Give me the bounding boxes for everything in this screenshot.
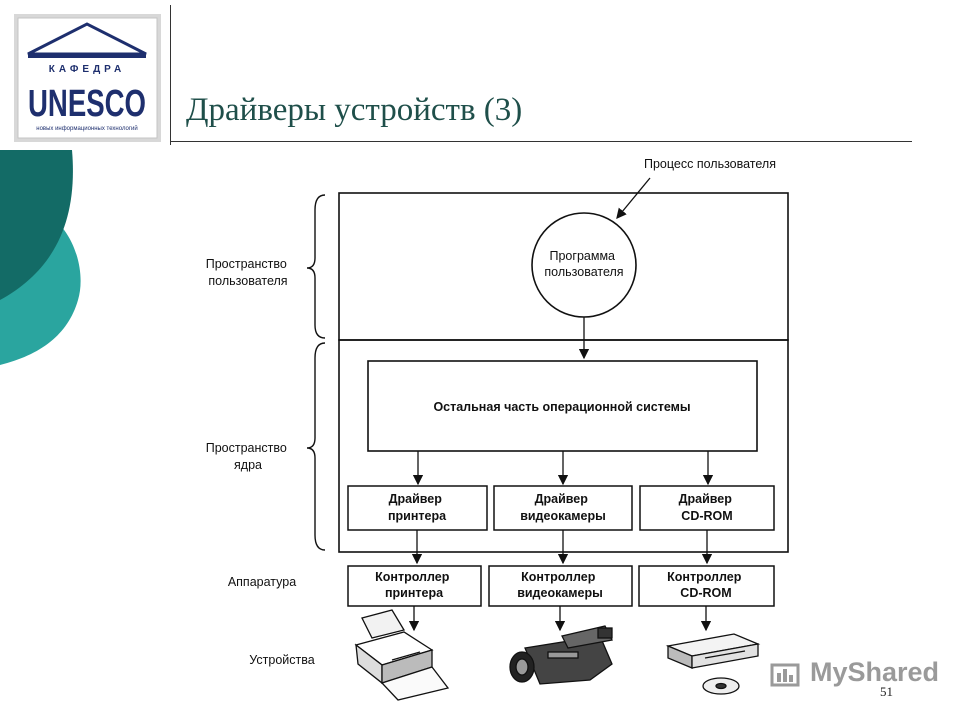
logo-ribbon-text: новых информационных технологий bbox=[36, 125, 138, 132]
unesco-logo: КАФЕДРА UNESCO новых информационных техн… bbox=[14, 14, 161, 142]
devices-label: Устройства bbox=[249, 653, 314, 667]
logo-main-text: UNESCO bbox=[28, 83, 146, 125]
hardware-label: Аппаратура bbox=[228, 575, 296, 589]
printer-driver-label: Драйвер принтера bbox=[388, 492, 447, 523]
title-underline bbox=[170, 141, 912, 142]
cdrom-driver-box bbox=[639, 485, 775, 531]
user-space-label: Пространство пользователя bbox=[206, 257, 291, 288]
printer-controller-label: Контроллер принтера bbox=[375, 570, 453, 600]
camcorder-icon bbox=[509, 625, 613, 685]
camera-driver-box bbox=[493, 485, 633, 531]
myshared-logo-icon bbox=[770, 663, 800, 687]
user-program-label: Программа пользователя bbox=[544, 249, 623, 279]
cdrom-controller-box bbox=[638, 565, 775, 607]
title-vertical-rule bbox=[170, 5, 171, 145]
user-process-label: Процесс пользователя bbox=[644, 157, 776, 171]
printer-controller-box bbox=[347, 565, 482, 607]
camera-controller-box bbox=[488, 565, 633, 607]
printer-driver-box bbox=[347, 485, 488, 531]
user-process-arrow bbox=[616, 177, 651, 220]
decorative-teal-shapes bbox=[0, 150, 81, 365]
watermark-text: MyShared bbox=[810, 657, 940, 687]
camera-driver-label: Драйвер видеокамеры bbox=[520, 492, 606, 523]
printer-icon bbox=[354, 609, 450, 701]
logo-arc-text: КАФЕДРА bbox=[49, 64, 125, 75]
cdrom-driver-label: Драйвер CD-ROM bbox=[679, 492, 736, 523]
page-number: 51 bbox=[880, 684, 893, 699]
user-space-brace bbox=[306, 194, 326, 339]
kernel-space-brace bbox=[306, 342, 326, 551]
os-rest-box bbox=[367, 360, 758, 452]
slide-title: Драйверы устройств (3) bbox=[186, 92, 523, 128]
os-rest-label: Остальная часть операционной системы bbox=[433, 400, 690, 414]
cdrom-controller-label: Контроллер CD-ROM bbox=[667, 570, 745, 600]
cdrom-drive-icon bbox=[665, 633, 761, 695]
kernel-space-label: Пространство ядра bbox=[206, 441, 291, 472]
camera-controller-label: Контроллер видеокамеры bbox=[517, 570, 603, 600]
